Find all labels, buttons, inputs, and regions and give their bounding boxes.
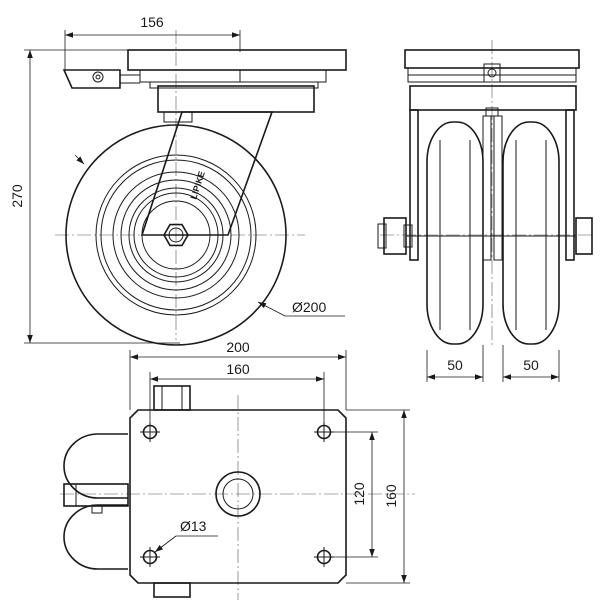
axle-nut-front [383,217,407,255]
king-pin [215,471,261,517]
side-view: LIPIKE 156 270 Ø200 [9,14,347,346]
wheel-right-front [502,121,560,345]
front-view: 50 50 [377,40,595,382]
dim-156: 156 [140,14,164,30]
axle-nut [163,223,189,247]
logo-text: LIPIKE [188,170,206,201]
brake-pedal [62,69,140,89]
wheel-outer [65,124,287,346]
dim-bolt-spacing-width: 120 [351,482,367,506]
wheel-top-upper [63,433,128,499]
dim-bolt-spacing-length: 160 [226,361,250,377]
fork-arm [140,111,274,236]
wheel-left-front [426,121,484,345]
dim-plate-length: 200 [226,339,250,355]
top-plate-side [127,49,347,71]
dim-wheel-width-right: 50 [523,357,539,373]
dim-wheel-width-left: 50 [447,357,463,373]
dim-270: 270 [9,184,25,208]
top-plate [129,409,347,584]
wheel-top-lower [63,504,128,570]
dim-wheel-diameter: Ø200 [292,299,326,315]
dim-hole-diameter: Ø13 [180,518,207,534]
top-view: 200 160 120 160 Ø13 [60,339,415,600]
dim-plate-width: 160 [383,484,399,508]
